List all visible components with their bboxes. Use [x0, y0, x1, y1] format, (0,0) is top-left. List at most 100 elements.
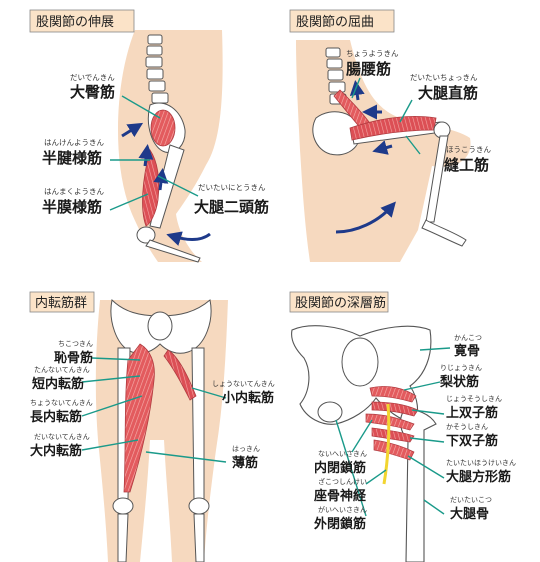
- knee-right-adductors: [188, 497, 210, 515]
- label-ruby-adductor-minimus: しょうないてんきん: [212, 380, 275, 388]
- label-gluteus-maximus: 大臀筋: [70, 83, 115, 101]
- label-ruby-femur: だいたいこつ: [450, 496, 492, 504]
- title-box-adductors: [29, 291, 95, 313]
- label-ruby-iliopsoas: ちょうようきん: [346, 49, 399, 58]
- label-gemellus-inferior: 下双子筋: [446, 433, 498, 449]
- label-ruby-adductor-magnus: だいないてんきん: [34, 433, 90, 441]
- label-ruby-pectineus: ちこつきん: [58, 340, 93, 348]
- leader-obturator-internus: [351, 419, 373, 453]
- panel-extension: 股関節の伸展 だいでんきん 大臀筋 はんけんようきん 半腱様筋 はんまくようきん…: [29, 9, 269, 263]
- leader-gemellus-inferior: [409, 437, 445, 443]
- label-ruby-quadratus-femoris: たいたいほうけいきん: [446, 459, 516, 467]
- sacrum-adductors: [147, 311, 173, 341]
- label-adductor-brevis: 短内転筋: [32, 376, 84, 392]
- label-semimembranosus: 半膜様筋: [42, 198, 102, 216]
- gemellus-superior-muscle: [371, 401, 419, 417]
- pelvis-flexion: [312, 111, 361, 156]
- tibia-left-adductors: [117, 513, 129, 562]
- panel-title-deep: 股関節の深層筋: [295, 295, 386, 311]
- label-adductor-minimus: 小内転筋: [222, 390, 274, 406]
- label-obturator-externus: 外閉鎖筋: [313, 516, 366, 532]
- label-ruby-semitendinosus: はんけんようきん: [44, 138, 104, 147]
- label-ruby-obturator-externus: がいへいさきん: [318, 505, 367, 514]
- leader-gemellus-superior: [411, 409, 445, 415]
- leader-pectineus: [91, 357, 141, 361]
- gemellus-inferior-muscle: [371, 427, 415, 443]
- movement-arrow-2: [138, 144, 154, 167]
- label-ruby-adductor-brevis: たんないてんきん: [34, 366, 90, 374]
- title-box-flexion: [289, 9, 395, 33]
- panel-adductors: 内転筋群 ちこつきん 恥骨筋 たんないてんきん 短内転筋 ちょうないてんきん 長…: [29, 291, 275, 562]
- leader-hip-bone: [419, 347, 451, 351]
- movement-arrow-4: [166, 231, 211, 246]
- panel-title-flexion: 股関節の屈曲: [296, 15, 374, 30]
- leader-obturator-externus: [335, 419, 367, 517]
- label-biceps-femoris: 大腿二頭筋: [194, 198, 269, 216]
- spine-extension: [145, 34, 169, 104]
- label-sartorius: 縫工筋: [443, 156, 489, 174]
- leader-semimembranosus: [109, 193, 149, 211]
- obturator-foramen: [317, 401, 343, 423]
- label-adductor-longus: 長内転筋: [30, 409, 82, 425]
- leader-biceps-femoris: [157, 175, 199, 197]
- panel-deep-muscles: 股関節の深層筋 かんこつ 寛骨 りじょうきん 梨状筋 じょうそうしきん 上双子筋…: [289, 291, 516, 562]
- leader-iliopsoas: [351, 77, 361, 99]
- adductor-minimus-muscle: [163, 349, 197, 401]
- label-semitendinosus: 半腱様筋: [42, 149, 102, 167]
- label-ruby-sciatic-nerve: ざこつしんけい: [318, 477, 367, 486]
- gluteus-maximus-muscle: [150, 109, 176, 147]
- leader-gluteus: [121, 95, 161, 119]
- leader-gracilis: [145, 451, 227, 463]
- label-ruby-gracilis: はっきん: [232, 445, 260, 453]
- leader-piriformis: [403, 381, 441, 391]
- label-ruby-sartorius: ほうこうきん: [446, 145, 491, 154]
- label-femur: 大腿骨: [450, 506, 489, 522]
- adductor-muscle-group: [123, 343, 155, 493]
- panel-title-adductors: 内転筋群: [35, 295, 87, 311]
- label-piriformis: 梨状筋: [439, 374, 479, 390]
- panel-title-extension: 股関節の伸展: [36, 15, 114, 30]
- femur-right-adductors: [191, 347, 205, 501]
- leader-adductor-minimus: [191, 387, 227, 399]
- label-ruby-adductor-longus: ちょうないてんきん: [30, 399, 93, 407]
- leader-rectus-femoris: [399, 99, 413, 123]
- leader-femur: [423, 499, 445, 515]
- movement-arrow-3: [153, 168, 169, 191]
- label-rectus-femoris: 大腿直筋: [418, 84, 478, 102]
- label-ruby-semimembranosus: はんまくようきん: [44, 187, 104, 196]
- label-gemellus-superior: 上双子筋: [446, 405, 498, 421]
- label-ruby-hip-bone: かんこつ: [454, 334, 482, 342]
- leader-adductor-brevis: [81, 375, 141, 383]
- sciatic-nerve: [382, 403, 391, 485]
- label-obturator-internus: 内閉鎖筋: [314, 460, 366, 476]
- knee-left-adductors: [112, 497, 134, 515]
- leader-quadratus-femoris: [407, 455, 445, 479]
- label-adductor-magnus: 大内転筋: [30, 443, 82, 459]
- tibia-flexion: [425, 135, 449, 223]
- flexion-arrow-3: [372, 140, 393, 155]
- flexion-arrow-4: [335, 201, 396, 234]
- label-ruby-rectus-femoris: だいたいちょっきん: [410, 73, 478, 82]
- leader-sartorius: [405, 135, 421, 155]
- knee-joint-extension: [136, 226, 156, 244]
- title-box-deep: [289, 291, 389, 313]
- label-ruby-gluteus: だいでんきん: [70, 73, 115, 82]
- leader-adductor-magnus: [81, 439, 139, 451]
- sacrum-deep: [341, 337, 379, 387]
- femur-deep: [399, 409, 437, 562]
- label-ruby-biceps-femoris: だいたいにとうきん: [198, 183, 266, 192]
- leader-sciatic-nerve: [365, 469, 387, 485]
- foot-bones-flexion: [421, 219, 467, 247]
- label-ruby-gemellus-inferior: かそうしきん: [446, 423, 488, 431]
- title-box-extension: [29, 9, 135, 33]
- panel-flexion: 股関節の屈曲 ちょうようきん 腸腰筋 だいたいちょっきん 大腿直筋 ほうこうきん…: [289, 9, 491, 262]
- label-ruby-gemellus-superior: じょうそうしきん: [446, 395, 502, 403]
- movement-arrow-1: [121, 122, 144, 138]
- label-iliopsoas: 腸腰筋: [346, 60, 391, 78]
- tibia-right-adductors: [193, 513, 205, 562]
- label-ruby-piriformis: りじょうきん: [440, 364, 482, 372]
- label-gracilis: 薄筋: [232, 455, 258, 471]
- label-quadratus-femoris: 大腿方形筋: [446, 469, 511, 485]
- label-sciatic-nerve: 座骨神経: [313, 488, 367, 504]
